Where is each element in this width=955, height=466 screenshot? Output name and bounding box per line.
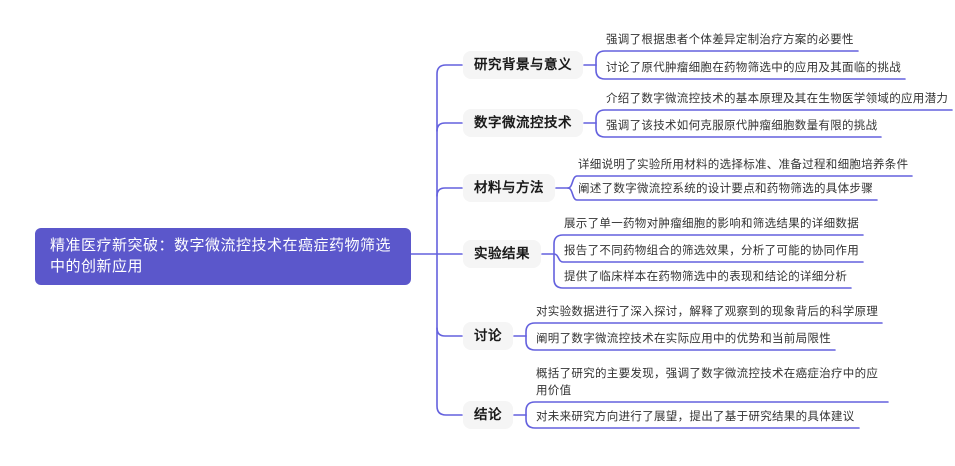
leaf-node[interactable]: 强调了该技术如何克服原代肿瘤细胞数量有限的挑战 bbox=[606, 120, 878, 132]
branch-node[interactable]: 材料与方法 bbox=[463, 174, 555, 202]
branch-node[interactable]: 实验结果 bbox=[463, 240, 541, 268]
branch-node[interactable]: 研究背景与意义 bbox=[463, 51, 583, 79]
leaf-node[interactable]: 报告了不同药物组合的筛选效果，分析了可能的协同作用 bbox=[564, 245, 859, 257]
leaf-node[interactable]: 阐明了数字微流控技术在实际应用中的优势和当前局限性 bbox=[536, 333, 831, 345]
leaf-node[interactable]: 讨论了原代肿瘤细胞在药物筛选中的应用及其面临的挑战 bbox=[606, 62, 901, 74]
root-node[interactable]: 精准医疗新突破：数字微流控技术在癌症药物筛选中的创新应用 bbox=[35, 228, 411, 285]
leaf-node[interactable]: 对实验数据进行了深入探讨，解释了观察到的现象背后的科学原理 bbox=[536, 306, 879, 318]
leaf-node[interactable]: 介绍了数字微流控技术的基本原理及其在生物医学领域的应用潜力 bbox=[606, 93, 949, 105]
leaf-node[interactable]: 详细说明了实验所用材料的选择标准、准备过程和细胞培养条件 bbox=[578, 159, 909, 171]
leaf-node[interactable]: 提供了临床样本在药物筛选中的表现和结论的详细分析 bbox=[564, 271, 848, 283]
leaf-node[interactable]: 强调了根据患者个体差异定制治疗方案的必要性 bbox=[606, 34, 854, 46]
leaf-node[interactable]: 对未来研究方向进行了展望，提出了基于研究结果的具体建议 bbox=[536, 411, 855, 423]
leaf-node[interactable]: 展示了单一药物对肿瘤细胞的影响和筛选结果的详细数据 bbox=[564, 218, 859, 230]
branch-node[interactable]: 讨论 bbox=[463, 322, 513, 350]
leaf-node[interactable]: 阐述了数字微流控系统的设计要点和药物筛选的具体步骤 bbox=[578, 183, 873, 195]
leaf-node[interactable]: 概括了研究的主要发现，强调了数字微流控技术在癌症治疗中的应用价值 bbox=[536, 368, 879, 397]
branch-node[interactable]: 数字微流控技术 bbox=[463, 109, 583, 137]
branch-node[interactable]: 结论 bbox=[463, 401, 513, 429]
